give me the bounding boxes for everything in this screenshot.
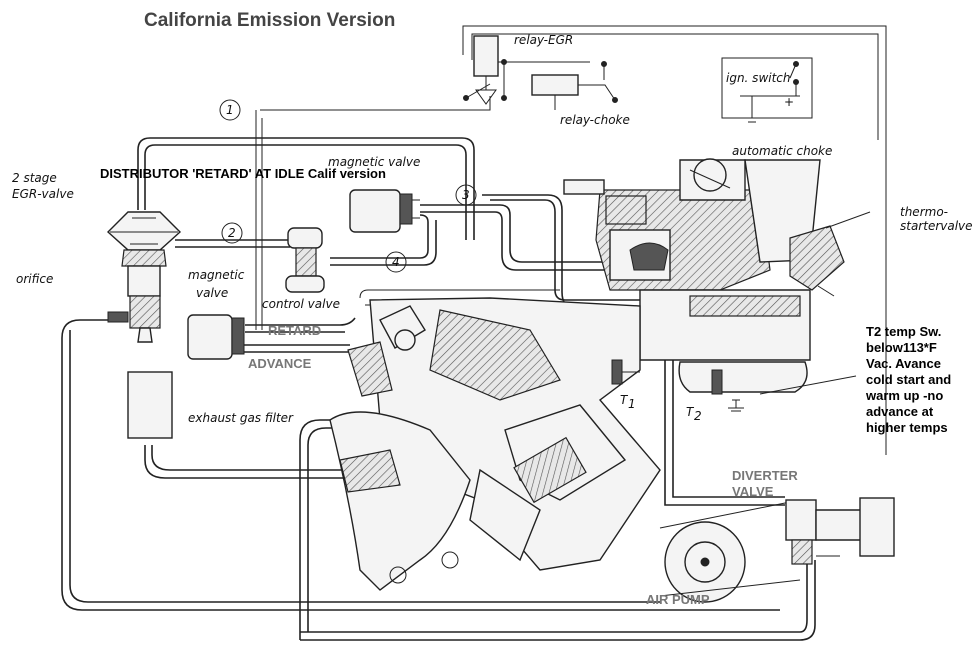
- t2-note-line: cold start and: [866, 372, 951, 387]
- magnetic-valve-top: [349, 189, 420, 233]
- t2-note-line: warm up -no: [865, 388, 943, 403]
- ign-switch-label: ign. switch: [726, 71, 791, 85]
- t1-label: T: [620, 393, 629, 407]
- diverter-label-1: DIVERTER: [732, 468, 798, 483]
- air-pump-label: AIR PUMP: [646, 592, 710, 607]
- plus-sign: +: [784, 95, 794, 109]
- t2-sub-label: 2: [694, 409, 702, 423]
- svg-text:3: 3: [462, 188, 470, 202]
- advance-label: ADVANCE: [248, 356, 312, 371]
- orifice: [107, 311, 129, 323]
- orifice-label: orifice: [16, 272, 53, 286]
- engine-block: [369, 297, 661, 571]
- distributor: [347, 305, 426, 397]
- t2-note-line: advance at: [866, 404, 934, 419]
- control-valve: [285, 227, 325, 293]
- relay-egr: [463, 35, 590, 105]
- svg-text:2: 2: [228, 226, 236, 240]
- control-valve-label: control valve: [262, 297, 340, 311]
- exhaust-manifold: [329, 411, 471, 591]
- line-number-4: 4: [385, 251, 407, 273]
- thermo-starter-valve: [789, 211, 871, 297]
- t2-note-line: T2 temp Sw.: [866, 324, 941, 339]
- t2-label: T: [686, 405, 695, 419]
- line-number-1: 1: [219, 99, 241, 121]
- magnetic-valve-left: [187, 314, 245, 360]
- t1-sub-label: 1: [628, 397, 636, 411]
- t2-note-line: Vac. Avance: [866, 356, 941, 371]
- egr-valve: [106, 211, 182, 343]
- svg-text:1: 1: [226, 103, 234, 117]
- line-number-2: 2: [221, 222, 243, 244]
- exhaust-gas-filter: [127, 371, 173, 439]
- t2-note: T2 temp Sw. below113*F Vac. Avance cold …: [865, 324, 951, 435]
- magnetic-valve-top-label: magnetic valve: [328, 155, 420, 169]
- diverter-valve: [785, 497, 895, 565]
- t2-note-line: below113*F: [866, 340, 937, 355]
- diagram-title: California Emission Version: [144, 10, 395, 31]
- vacuum-lines: [61, 25, 887, 641]
- automatic-choke-label: automatic choke: [732, 144, 832, 158]
- relay-choke: [531, 61, 618, 110]
- temp-switch-t1: [611, 359, 640, 385]
- air-pump: [659, 499, 801, 603]
- egr-valve-label-1: 2 stage: [12, 171, 57, 185]
- exhaust-gas-filter-label: exhaust gas filter: [188, 411, 294, 425]
- relay-choke-label: relay-choke: [560, 113, 630, 127]
- distributor-retard-note: DISTRIBUTOR 'RETARD' AT IDLE Calif versi…: [100, 166, 386, 181]
- t2-note-line: higher temps: [866, 420, 948, 435]
- thermo-label-1: thermo-: [900, 205, 948, 219]
- magnetic-valve-left-label-2: valve: [196, 286, 228, 300]
- diverter-label-2: VALVE: [732, 484, 774, 499]
- egr-valve-label-2: EGR-valve: [12, 187, 74, 201]
- intake-manifold: [639, 289, 811, 395]
- line-number-3: 3: [455, 184, 477, 206]
- relay-egr-label: relay-EGR: [514, 33, 573, 47]
- temp-switch-t2: [728, 399, 744, 412]
- retard-label: RETARD: [268, 323, 321, 338]
- magnetic-valve-left-label-1: magnetic: [188, 268, 245, 282]
- ign-switch: [721, 57, 813, 123]
- t2-arrow: [759, 375, 857, 395]
- svg-text:4: 4: [392, 255, 400, 269]
- thermo-label-2: startervalve: [900, 219, 973, 233]
